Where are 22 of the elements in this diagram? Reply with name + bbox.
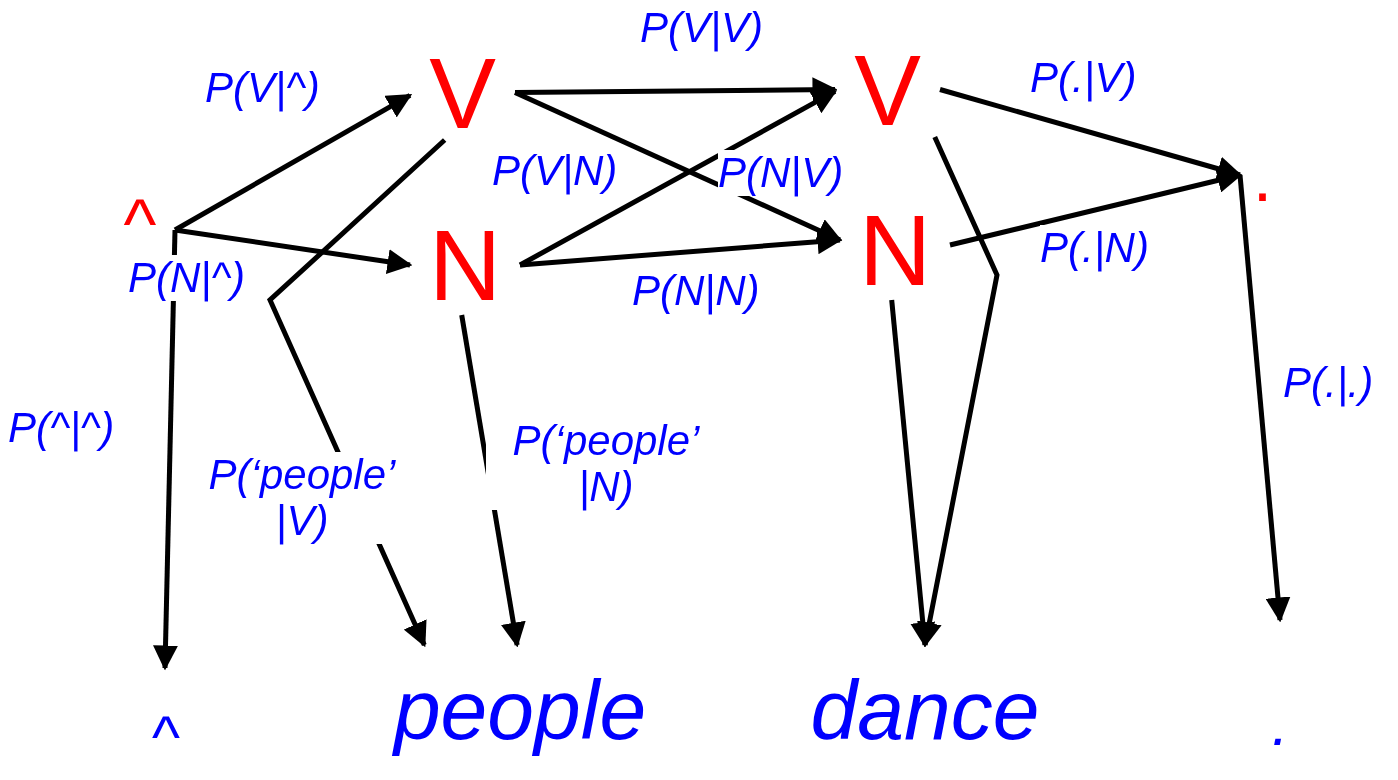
arrow [514, 77, 838, 103]
edge-label: P(N|V) [718, 150, 844, 197]
state-label: V [854, 39, 921, 140]
state-label: V [429, 42, 496, 143]
arrow [174, 227, 413, 275]
word-label: . [1271, 695, 1289, 755]
arrow [917, 135, 1000, 648]
arrow [153, 229, 178, 671]
edge-label: P(N|^) [128, 255, 245, 302]
arrow [889, 299, 936, 648]
arrow [949, 168, 1243, 248]
state-label: N [428, 215, 502, 315]
arrow [1237, 174, 1291, 623]
state-label: N [858, 200, 932, 300]
state-label: . [1252, 142, 1273, 212]
word-label: dance [810, 668, 1040, 752]
word-label: ^ [150, 708, 180, 768]
arrow [519, 229, 843, 268]
arrow [513, 90, 843, 243]
edge-label: P(.|N) [1040, 225, 1149, 272]
arrow [459, 314, 526, 648]
arrow [939, 87, 1243, 181]
